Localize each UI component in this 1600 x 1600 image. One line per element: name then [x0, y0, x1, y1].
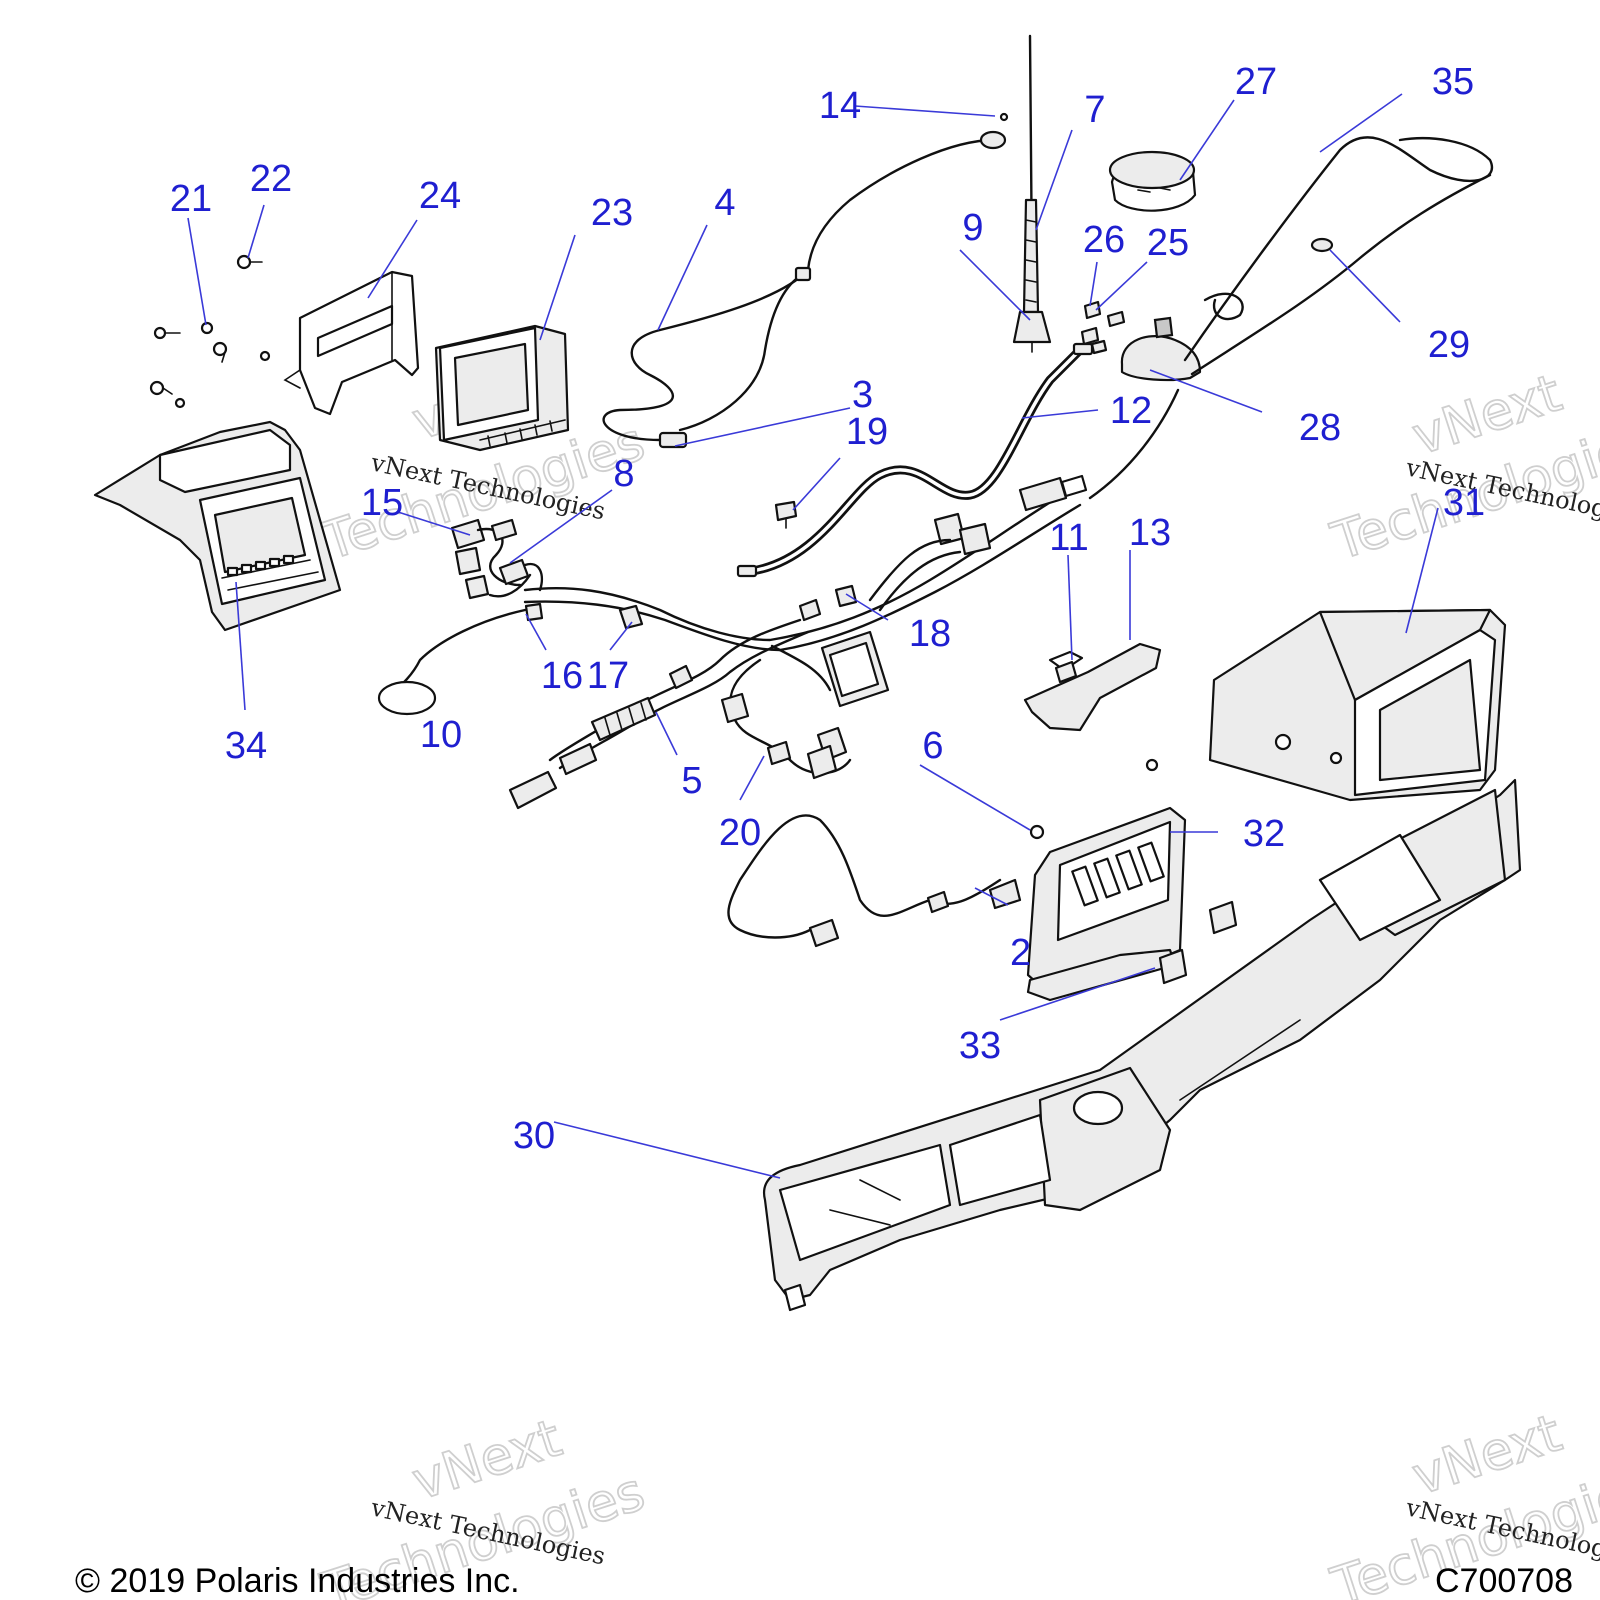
callout-10: 10	[420, 714, 462, 756]
callout-9: 9	[962, 207, 983, 249]
callout-19: 19	[846, 411, 888, 453]
callout-20: 20	[719, 812, 761, 854]
callout-23: 23	[591, 192, 633, 234]
callout-30: 30	[513, 1115, 555, 1157]
callout-12: 12	[1110, 390, 1152, 432]
callout-18: 18	[909, 613, 951, 655]
display-23	[434, 324, 570, 452]
diagram-code: C700708	[1435, 1562, 1573, 1600]
switch-panel-32	[1026, 806, 1187, 1002]
callout-15: 15	[361, 482, 403, 524]
dash-panel-30	[762, 778, 1522, 1312]
callout-26: 26	[1083, 219, 1125, 261]
callout-33: 33	[959, 1025, 1001, 1067]
connector-20	[766, 740, 838, 780]
callout-31: 31	[1443, 482, 1485, 524]
cap-27	[1108, 150, 1197, 212]
callout-21: 21	[170, 178, 212, 220]
callout-8: 8	[613, 453, 634, 495]
callout-11: 11	[1049, 517, 1088, 559]
screws-6	[1029, 758, 1159, 840]
fastener-19	[774, 500, 798, 529]
callout-34: 34	[225, 725, 267, 767]
callout-6: 6	[922, 725, 943, 767]
cable-3	[678, 266, 812, 432]
callout-22: 22	[250, 158, 292, 200]
callout-3: 3	[852, 374, 873, 416]
speaker-box-31	[1208, 608, 1507, 802]
callout-7: 7	[1084, 89, 1105, 131]
callout-29: 29	[1428, 324, 1470, 366]
callout-16: 16	[541, 655, 583, 697]
harness-5	[508, 598, 890, 810]
fasteners-25-26	[1080, 300, 1126, 355]
callout-25: 25	[1147, 222, 1189, 264]
connector-15	[450, 518, 532, 600]
callout-2: 2	[1010, 932, 1031, 974]
bracket-24	[283, 270, 420, 416]
callout-24: 24	[419, 175, 461, 217]
callout-28: 28	[1299, 407, 1341, 449]
clips-33	[1158, 900, 1238, 985]
dash-housing-34	[93, 420, 342, 632]
callout-labels: 2 3 4 5 6 7 8 9 10 11 12 13 14 15 16 17 …	[170, 61, 1485, 1157]
screws-21-22	[149, 254, 271, 409]
cable-35	[1088, 136, 1494, 500]
callout-32: 32	[1243, 813, 1285, 855]
antenna-7-9	[1012, 34, 1052, 353]
cable-2	[727, 814, 1022, 948]
strap-12	[736, 342, 1094, 578]
main-harness	[377, 474, 1088, 716]
callout-17: 17	[587, 655, 629, 697]
callout-14: 14	[819, 85, 861, 127]
callout-35: 35	[1432, 61, 1474, 103]
callout-5: 5	[681, 760, 702, 802]
bracket-13	[1023, 642, 1162, 732]
leader-lines	[187, 93, 1439, 1179]
copyright-text: © 2019 Polaris Industries Inc.	[75, 1562, 520, 1600]
callout-4: 4	[714, 182, 735, 224]
callout-13: 13	[1129, 512, 1171, 554]
callout-27: 27	[1235, 61, 1277, 103]
cable-4	[602, 112, 1009, 449]
antenna-base-28	[1120, 316, 1202, 382]
